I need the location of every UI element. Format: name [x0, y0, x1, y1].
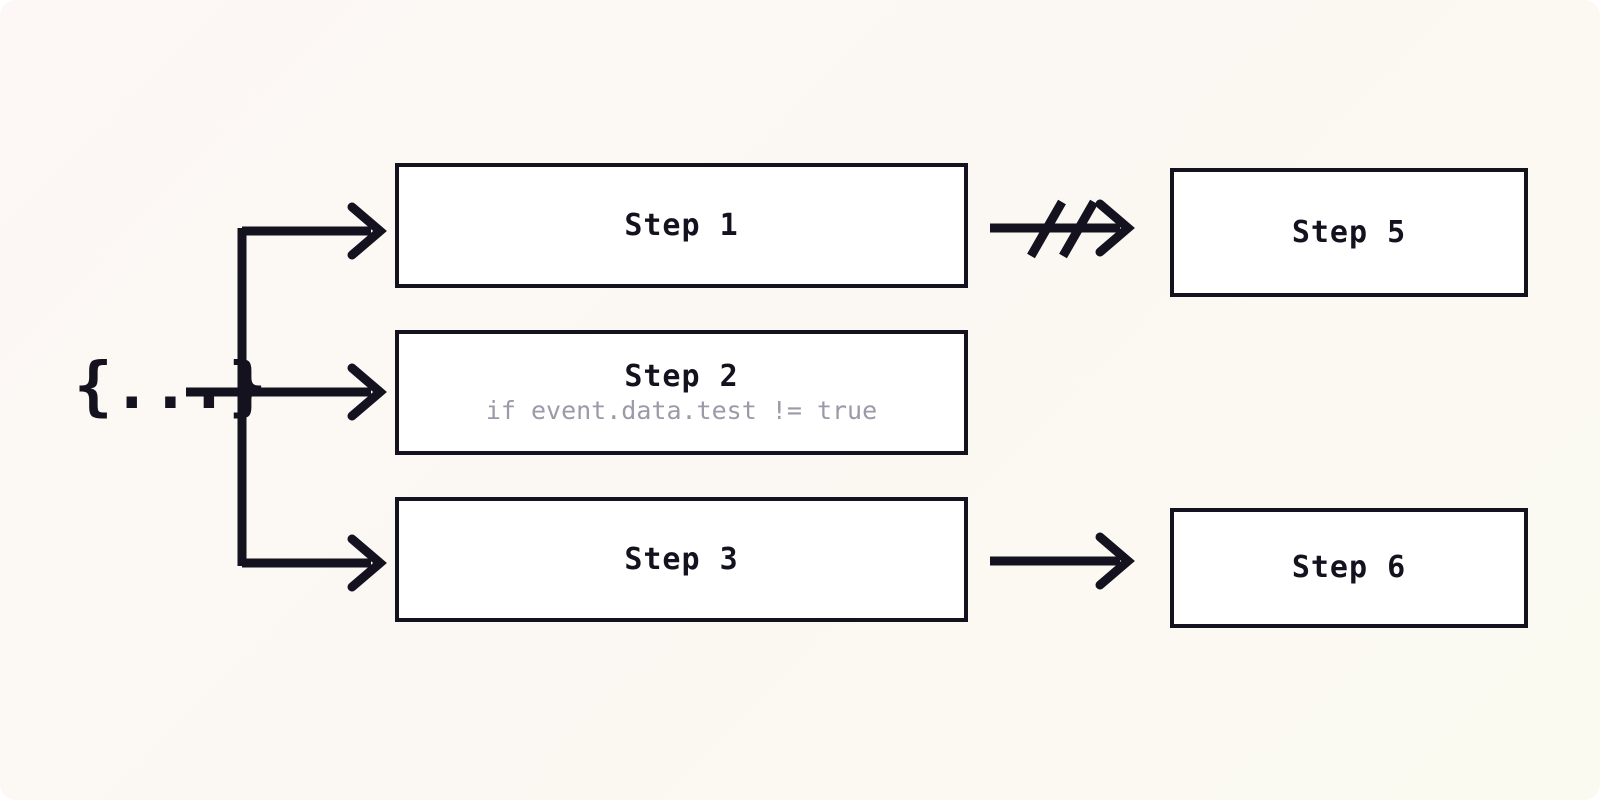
node-step-5[interactable]: Step 5 [1170, 168, 1528, 297]
arrowhead-step-6 [1095, 532, 1135, 590]
event-payload-source: {...} [74, 350, 267, 424]
node-step-2-title: Step 2 [624, 358, 739, 394]
node-step-6[interactable]: Step 6 [1170, 508, 1528, 628]
node-step-6-title: Step 6 [1291, 550, 1407, 586]
arrowhead-step-1 [347, 202, 387, 260]
arrowhead-step-3 [347, 534, 387, 592]
node-step-1-title: Step 1 [624, 207, 739, 243]
severed-link-marker [1027, 199, 1098, 259]
node-step-3-title: Step 3 [624, 541, 739, 577]
arrowhead-step-5 [1095, 199, 1135, 257]
node-step-2-condition: if event.data.test != true [485, 396, 878, 426]
arrowhead-step-2 [347, 363, 387, 421]
node-step-3[interactable]: Step 3 [395, 497, 968, 622]
node-step-5-title: Step 5 [1291, 214, 1407, 250]
node-step-1[interactable]: Step 1 [395, 163, 968, 288]
node-step-2[interactable]: Step 2 if event.data.test != true [395, 330, 968, 455]
